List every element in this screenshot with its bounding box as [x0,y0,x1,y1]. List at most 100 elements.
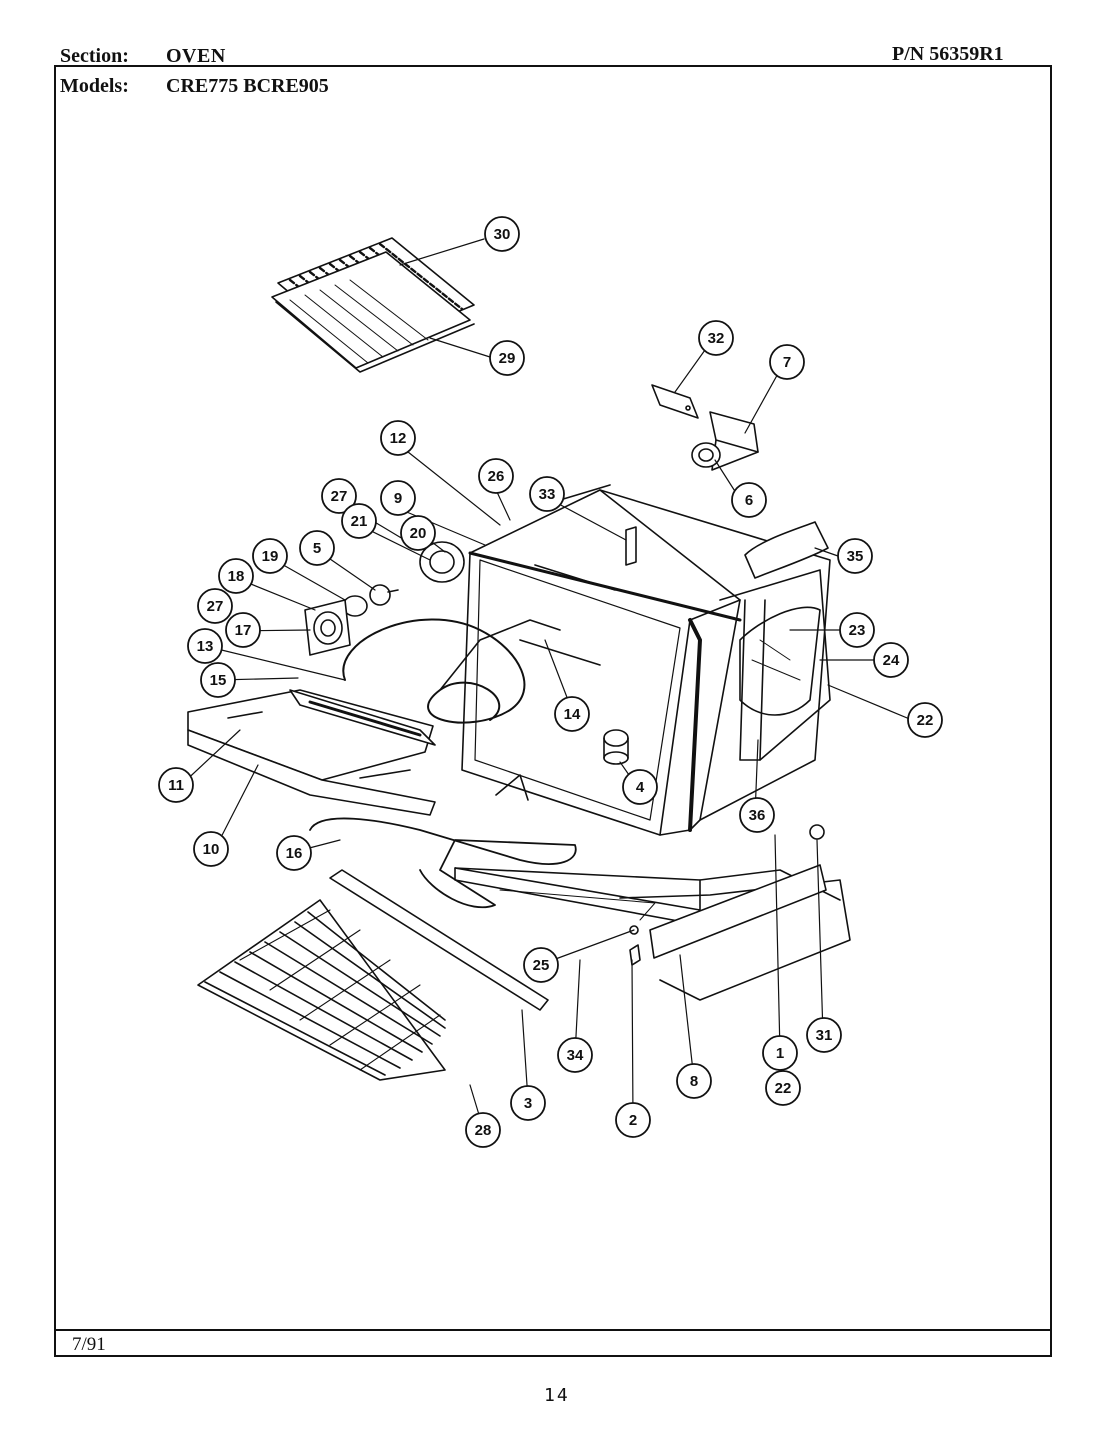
callout: 15 [200,662,236,698]
section-value: OVEN [166,45,226,67]
callout: 29 [489,340,525,376]
revision-date: 7/91 [72,1334,106,1355]
svg-text:6: 6 [745,492,753,509]
page-number: 14 [544,1385,570,1406]
callout: 11 [158,767,194,803]
svg-text:23: 23 [849,622,866,639]
oven-bottom-11 [187,689,436,816]
svg-text:13: 13 [197,638,214,655]
svg-text:31: 31 [816,1027,833,1044]
section-label: Section: [60,45,129,67]
models-value: CRE775 BCRE905 [166,75,329,97]
callout: 16 [276,835,312,871]
callouts: 30 29 32 7 6 12 26 33 27 21 9 20 35 19 5… [158,216,943,1148]
callout: 27 [321,478,357,514]
callout: 22 [907,702,943,738]
svg-text:24: 24 [883,652,900,669]
svg-text:11: 11 [168,777,184,794]
bracket-32 [651,384,699,419]
light-bulb-5 [369,584,399,606]
oven-cavity [461,484,831,836]
svg-text:14: 14 [564,706,581,723]
callout: 35 [837,538,873,574]
svg-text:30: 30 [494,226,511,243]
svg-text:10: 10 [203,841,220,858]
callout: 18 [218,558,254,594]
diagram-frame [54,65,1052,1357]
callout: 6 [731,482,767,518]
svg-text:16: 16 [286,845,303,862]
svg-text:21: 21 [351,513,368,530]
svg-text:20: 20 [410,525,427,542]
svg-text:17: 17 [235,622,252,639]
light-socket-18 [304,599,351,656]
svg-text:29: 29 [499,350,516,367]
callout: 7 [769,344,805,380]
rack-slide-3 [329,869,549,1011]
broil-element-16 [309,774,577,909]
vent-tube-35 [744,521,829,579]
screw-25 [629,925,639,935]
callout: 1 [762,1035,798,1071]
broil-pan [271,251,475,373]
callout: 30 [484,216,520,252]
svg-text:3: 3 [524,1095,532,1112]
svg-text:1: 1 [776,1045,784,1062]
callout: 27 [197,588,233,624]
svg-text:36: 36 [749,807,766,824]
clip-2 [629,944,641,966]
callout: 26 [478,458,514,494]
svg-text:8: 8 [690,1073,698,1090]
callout: 8 [676,1063,712,1099]
callout: 23 [839,612,875,648]
bracket-33 [625,526,637,566]
callout: 3 [510,1085,546,1121]
svg-text:12: 12 [390,430,407,447]
footer-divider [54,1329,1052,1331]
callout: 14 [554,696,590,732]
callout: 34 [557,1037,593,1073]
callout: 24 [873,642,909,678]
bake-element-13 [342,618,561,724]
trim-15 [289,689,436,746]
callout: 9 [380,480,416,516]
svg-text:27: 27 [331,488,348,505]
callout: 17 [225,612,261,648]
svg-text:19: 19 [262,548,279,565]
svg-text:18: 18 [228,568,245,585]
sensor-4 [603,729,629,765]
callout: 10 [193,831,229,867]
svg-text:26: 26 [488,468,505,485]
light-housing-20 [419,541,465,583]
callout: 21 [341,503,377,539]
callout: 31 [806,1017,842,1053]
base-frame [454,867,851,1001]
models-label: Models: [60,75,129,97]
bracket-8 [649,864,827,959]
svg-text:25: 25 [533,957,550,974]
callout: 22 [765,1070,801,1106]
svg-text:15: 15 [210,672,227,689]
svg-text:35: 35 [847,548,864,565]
svg-text:22: 22 [775,1080,792,1097]
callout: 28 [465,1112,501,1148]
svg-text:33: 33 [539,486,556,503]
svg-text:32: 32 [708,330,725,347]
svg-text:34: 34 [567,1047,584,1064]
svg-text:22: 22 [917,712,934,729]
part-number: P/N 56359R1 [892,43,1004,65]
callout: 2 [615,1102,651,1138]
callout: 20 [400,515,436,551]
svg-text:2: 2 [629,1112,637,1129]
svg-text:4: 4 [636,779,645,796]
insulation-36 [739,599,766,761]
svg-text:9: 9 [394,490,402,507]
callout: 33 [529,476,565,512]
svg-text:27: 27 [207,598,224,615]
thermostat-knob-6 [691,442,721,468]
callout: 12 [380,420,416,456]
callout: 4 [622,769,658,805]
callout: 5 [299,530,335,566]
screw-31 [809,824,825,840]
